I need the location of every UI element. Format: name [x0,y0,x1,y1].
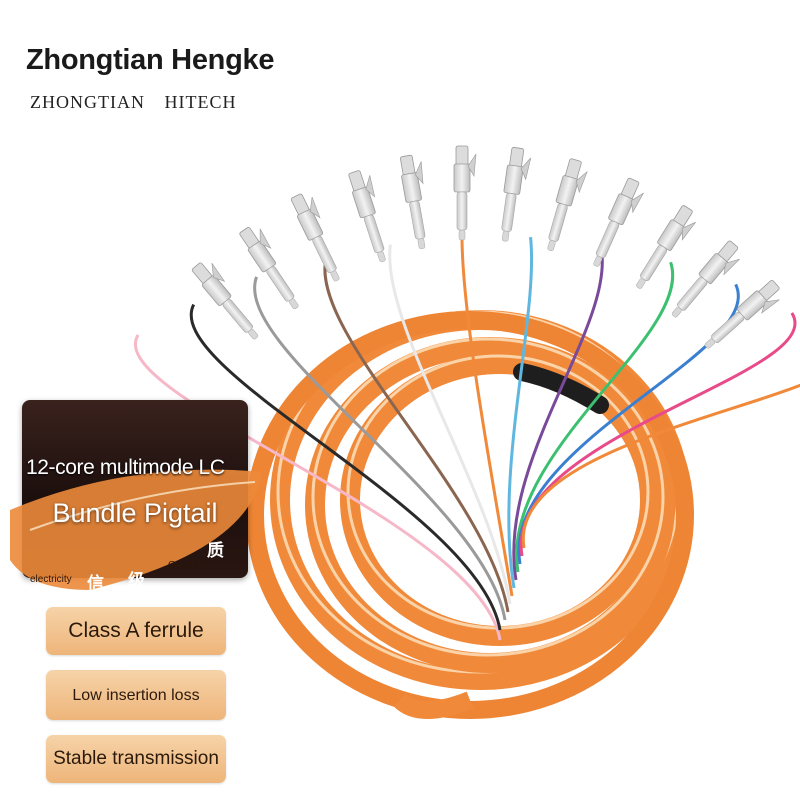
connector-part [330,270,340,282]
connector-part [365,175,376,198]
connector-part [377,251,386,263]
tag-goods: Goods [168,560,198,571]
connector-part [501,230,510,242]
connector-part [289,298,299,310]
connector-part [417,238,426,250]
tag-cn-3: 质 [207,541,224,561]
connector-part [266,266,295,302]
connector-part [555,175,579,207]
connector-part [363,214,385,253]
connector-part [467,153,477,177]
fiber-strand [515,261,675,573]
lc-connector-icon [400,154,426,250]
breakout-sleeve [513,363,609,414]
fiber-strand [507,236,534,589]
feature-label: Stable transmission [53,748,219,769]
connector-part [704,338,716,349]
connector-part [501,192,517,232]
fiber-strand [517,283,740,565]
brand-name: Zhongtian Hengke [26,44,275,76]
fiber-bundle [133,235,800,641]
lc-connector-icon [704,279,780,349]
tag-cn-2: 级 [128,571,145,591]
connector-part [211,262,226,282]
lc-connector-icon [671,240,740,318]
connector-part [723,258,740,276]
connector-part [593,255,603,267]
lc-connector-icon [191,262,259,340]
fiber-strand [512,246,604,581]
lc-connector-icon [453,145,477,241]
connector-part [520,157,532,181]
connector-group [191,145,780,349]
fiber-strand [189,303,502,631]
connector-part [671,306,682,318]
feature-label: Low insertion loss [72,686,200,704]
fiber-strand [323,257,510,613]
connector-part [409,200,426,240]
connector-part [248,328,259,340]
tag-electricity: electricity [30,574,72,585]
product-title-line2: Bundle Pigtail [52,498,218,528]
connector-part [595,220,620,259]
lc-connector-icon [348,170,386,263]
connector-part [681,221,696,241]
connector-part [636,278,646,289]
brand-subtitle: ZHONGTIAN HITECH [30,92,237,112]
connector-part [456,191,468,231]
connector-part [453,163,471,193]
tag-cn-1: 信 [87,574,104,594]
connector-part [547,240,556,251]
fiber-strand [388,244,512,605]
lc-connector-icon [501,147,532,242]
feature-class-a-ferrule: Class A ferrule [46,607,226,655]
fiber-strand [460,235,514,597]
connector-part [711,312,745,343]
fiber-strand [253,276,507,621]
orange-swoosh-decoration [10,469,262,590]
lc-connector-icon [239,227,299,310]
fiber-strand [133,334,502,641]
feature-label: Class A ferrule [68,619,204,642]
connector-part [309,196,321,219]
fiber-strand [522,383,800,549]
lc-connector-icon [547,158,588,251]
connector-part [608,193,634,226]
connector-part [458,229,466,241]
connector-part [640,245,668,282]
connector-part [548,203,568,242]
connector-part [503,164,524,195]
connector-part [677,276,708,311]
lc-connector-icon [593,177,644,267]
connector-part [415,161,424,185]
lc-connector-icon [636,205,696,289]
feature-low-insertion-loss: Low insertion loss [46,670,226,720]
connector-part [575,171,588,194]
connector-part [761,299,780,314]
connector-part [631,192,644,214]
connector-part [259,228,272,249]
connector-part [222,298,253,333]
product-title-line1: 12-core multimode LC [26,456,225,479]
lc-connector-icon [290,193,340,282]
feature-stable-transmission: Stable transmission [46,735,226,783]
